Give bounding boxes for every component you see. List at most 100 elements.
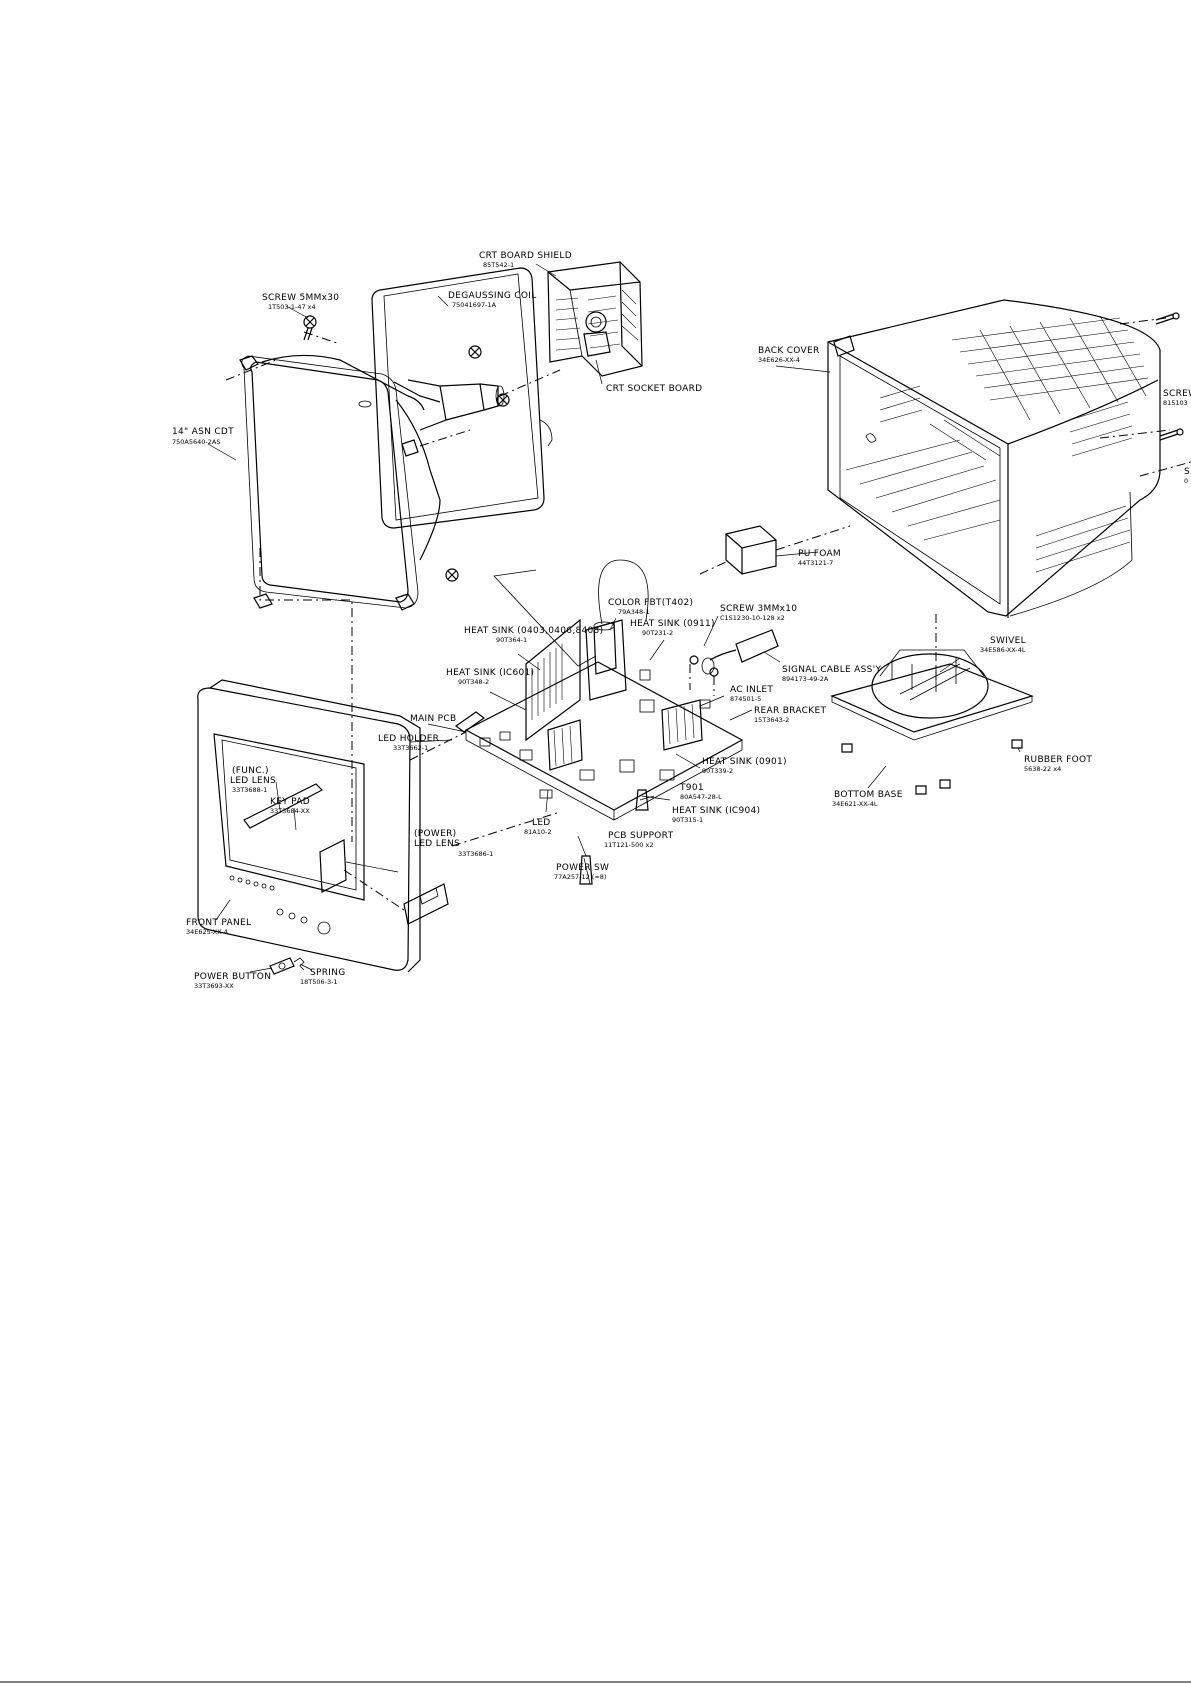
svg-text:15T3643-2: 15T3643-2 [754, 716, 789, 724]
svg-text:FRONT PANEL: FRONT PANEL [186, 918, 251, 928]
svg-text:REAR BRACKET: REAR BRACKET [754, 706, 826, 716]
svg-text:77A257-12 (=8): 77A257-12 (=8) [554, 873, 606, 881]
svg-text:81A10-2: 81A10-2 [524, 828, 551, 836]
label-crt: 14" ASN CDT 750A5640-2AS [172, 427, 234, 446]
svg-text:CRT SOCKET BOARD: CRT SOCKET BOARD [606, 384, 702, 394]
label-degaussing-coil: DEGAUSSING COIL 75041697-1A [448, 291, 537, 309]
svg-text:(POWER) LED LENS: (POWER) LED LENS [414, 829, 460, 849]
label-pu-foam: PU FOAM 44T3121-7 [798, 549, 841, 567]
svg-text:COLOR FBT(T402): COLOR FBT(T402) [608, 598, 693, 608]
leader-lines [207, 263, 1021, 973]
crt-tube-drawing [239, 354, 505, 611]
svg-text:C1S1230-10-128 x2: C1S1230-10-128 x2 [720, 614, 785, 622]
svg-text:POWER BUTTON: POWER BUTTON [194, 972, 271, 982]
label-power-button: POWER BUTTON 33T3693-XX [194, 972, 271, 990]
label-heat-sink-ic601: HEAT SINK (IC601) 90T348-2 [446, 668, 534, 686]
svg-text:80A547-28-L: 80A547-28-L [680, 793, 722, 801]
part-labels: CRT BOARD SHIELD 85T542-1 SCREW 5MMx30 1… [172, 251, 1191, 990]
svg-text:1T503-1-47 x4: 1T503-1-47 x4 [268, 303, 316, 311]
crt-board-shield-drawing [547, 261, 643, 377]
label-power-led-lens: (POWER) LED LENS 33T3686-1 [414, 829, 493, 858]
svg-text:SWIVEL: SWIVEL [990, 636, 1026, 646]
degaussing-coil-drawing [371, 267, 553, 529]
svg-text:34E625-XX-4: 34E625-XX-4 [186, 928, 228, 936]
svg-text:11T121-500 x2: 11T121-500 x2 [604, 841, 653, 849]
svg-text:79A348-1: 79A348-1 [618, 608, 650, 616]
svg-text:34E586-XX-4L: 34E586-XX-4L [980, 646, 1026, 654]
power-led-lens-line2: LED LENS [414, 839, 460, 849]
svg-text:DEGAUSSING COIL: DEGAUSSING COIL [448, 291, 537, 301]
back-cover-drawing [827, 299, 1161, 618]
label-rear-bracket: REAR BRACKET 15T3643-2 [754, 706, 826, 724]
pu-foam-drawing [725, 525, 777, 575]
label-bottom-base: BOTTOM BASE 34E621-XX-4L [832, 790, 903, 808]
label-main-pcb: MAIN PCB [410, 714, 456, 724]
front-panel-drawing [197, 679, 449, 975]
svg-text:(FUNC.) LED LENS: (FUNC.) LED LENS [230, 766, 276, 786]
label-power-sw: POWER SW 77A257-12 (=8) [554, 863, 609, 881]
svg-text:33T3684-XX: 33T3684-XX [270, 807, 310, 815]
svg-text:SCREW: SCREW [1163, 389, 1191, 399]
label-screw-3mm: SCREW 3MMx10 C1S1230-10-128 x2 [720, 604, 797, 622]
label-crt-socket-board: CRT SOCKET BOARD [606, 384, 702, 394]
label-pcb-support: PCB SUPPORT 11T121-500 x2 [604, 831, 674, 849]
label-heat-sink-0911: HEAT SINK (0911) 90T231-2 [630, 619, 715, 637]
label-rubber-foot: RUBBER FOOT 5638-22 x4 [1024, 755, 1092, 773]
svg-text:34E621-XX-4L: 34E621-XX-4L [832, 800, 878, 808]
power-led-lens-line1: (POWER) [414, 829, 456, 839]
label-heat-sink-0901: HEAT SINK (0901) 90T339-2 [702, 757, 787, 775]
assembly-centerlines [225, 317, 1191, 911]
svg-text:HEAT SINK (IC601): HEAT SINK (IC601) [446, 668, 534, 678]
svg-text:HEAT SINK (IC904): HEAT SINK (IC904) [672, 806, 760, 816]
screws-drawing [303, 312, 1184, 677]
svg-text:POWER SW: POWER SW [556, 863, 609, 873]
label-screw-right-2: S 0 [1184, 467, 1190, 485]
svg-text:SPRING: SPRING [310, 968, 346, 978]
svg-text:33T3693-XX: 33T3693-XX [194, 982, 234, 990]
svg-text:85T542-1: 85T542-1 [483, 261, 514, 269]
label-func-led-lens: (FUNC.) LED LENS 33T3688-1 [230, 766, 276, 794]
svg-text:BOTTOM BASE: BOTTOM BASE [834, 790, 903, 800]
label-screw-right: SCREW 815103 [1163, 389, 1191, 407]
label-t901: T901 80A547-28-L [679, 783, 722, 801]
svg-text:33T3662-1: 33T3662-1 [393, 744, 428, 752]
svg-text:18T506-3-1: 18T506-3-1 [300, 978, 338, 986]
svg-text:PCB SUPPORT: PCB SUPPORT [608, 831, 674, 841]
svg-text:SIGNAL CABLE ASS'Y: SIGNAL CABLE ASS'Y [782, 665, 881, 675]
label-spring: SPRING 18T506-3-1 [300, 968, 346, 986]
svg-text:33T3688-1: 33T3688-1 [232, 786, 267, 794]
svg-text:44T3121-7: 44T3121-7 [798, 559, 833, 567]
label-color-fbt: COLOR FBT(T402) 79A348-1 [608, 598, 693, 616]
label-swivel: SWIVEL 34E586-XX-4L [980, 636, 1026, 654]
svg-text:75041697-1A: 75041697-1A [452, 301, 497, 309]
svg-text:34E626-XX-4: 34E626-XX-4 [758, 356, 800, 364]
label-led-holder: LED HOLDER 33T3662-1 [378, 734, 439, 752]
svg-text:874501-5: 874501-5 [730, 695, 761, 703]
svg-text:T901: T901 [679, 783, 704, 793]
svg-text:LED HOLDER: LED HOLDER [378, 734, 439, 744]
label-front-panel: FRONT PANEL 34E625-XX-4 [186, 918, 251, 936]
svg-text:894173-49-2A: 894173-49-2A [782, 675, 829, 683]
label-heat-sink-0403: HEAT SINK (0403,0406,8408) 90T364-1 [464, 626, 603, 644]
svg-text:90T339-2: 90T339-2 [702, 767, 733, 775]
label-screw-5mm: SCREW 5MMx30 1T503-1-47 x4 [262, 293, 339, 311]
svg-text:CRT BOARD SHIELD: CRT BOARD SHIELD [479, 251, 572, 261]
label-crt-board-shield: CRT BOARD SHIELD 85T542-1 [479, 251, 572, 269]
svg-text:90T364-1: 90T364-1 [496, 636, 527, 644]
svg-text:90T315-1: 90T315-1 [672, 816, 703, 824]
swivel-base-drawing [830, 649, 1034, 795]
svg-text:750A5640-2AS: 750A5640-2AS [172, 438, 220, 446]
label-key-pad: KEY PAD 33T3684-XX [270, 797, 310, 815]
svg-text:LED: LED [532, 818, 551, 828]
svg-text:KEY PAD: KEY PAD [270, 797, 310, 807]
svg-text:AC INLET: AC INLET [730, 685, 773, 695]
svg-text:33T3686-1: 33T3686-1 [458, 850, 493, 858]
svg-text:90T348-2: 90T348-2 [458, 678, 489, 686]
svg-text:SCREW 3MMx10: SCREW 3MMx10 [720, 604, 797, 614]
svg-text:90T231-2: 90T231-2 [642, 629, 673, 637]
svg-text:0: 0 [1184, 477, 1188, 485]
svg-text:HEAT SINK (0911): HEAT SINK (0911) [630, 619, 715, 629]
svg-text:PU FOAM: PU FOAM [798, 549, 841, 559]
svg-text:HEAT SINK (0403,0406,8408): HEAT SINK (0403,0406,8408) [464, 626, 603, 636]
